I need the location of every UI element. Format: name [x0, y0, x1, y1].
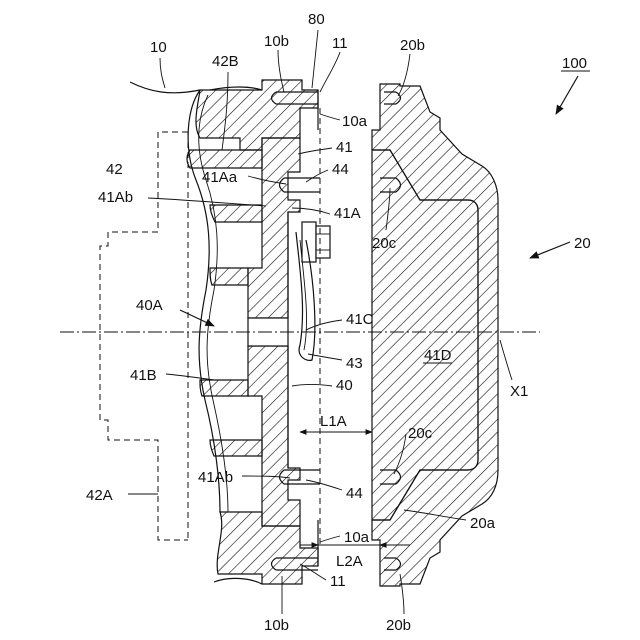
label-42A: 42A: [86, 487, 113, 504]
label-10b-top: 10b: [264, 33, 289, 50]
label-20c-top: 20c: [372, 235, 397, 252]
label-X1: X1: [510, 383, 528, 400]
label-20c-bot: 20c: [408, 425, 433, 442]
label-10b-bot: 10b: [264, 617, 289, 634]
label-43: 43: [346, 355, 363, 372]
label-41B: 41B: [130, 367, 157, 384]
label-41A: 41A: [334, 205, 361, 222]
label-44-bot: 44: [346, 485, 363, 502]
label-10: 10: [150, 39, 167, 56]
label-40: 40: [336, 377, 353, 394]
label-80: 80: [308, 11, 325, 28]
reference-labels: 10 42B 10b 80 11 20b 100 10a 41 42 41Aa …: [86, 11, 591, 634]
label-41C: 41C: [346, 311, 374, 328]
label-20b-bot: 20b: [386, 617, 411, 634]
label-11-top: 11: [332, 35, 348, 52]
bolt-assembly-41C: [296, 222, 330, 360]
label-10a-top: 10a: [342, 113, 368, 130]
label-41Aa: 41Aa: [202, 169, 238, 186]
label-42B: 42B: [212, 53, 239, 70]
label-L2A: L2A: [336, 553, 363, 570]
part-20-cover: [372, 84, 498, 586]
label-20b-top: 20b: [400, 37, 425, 54]
label-10a-bot: 10a: [344, 529, 370, 546]
label-41Ab-bot: 41Ab: [198, 469, 233, 486]
label-20a: 20a: [470, 515, 496, 532]
label-41D: 41D: [424, 347, 452, 364]
label-20: 20: [574, 235, 591, 252]
part-41-flange-lower: [248, 346, 300, 526]
label-44-top: 44: [332, 161, 349, 178]
label-41: 41: [336, 139, 353, 156]
label-41Ab-top: 41Ab: [98, 189, 133, 206]
label-40A: 40A: [136, 297, 163, 314]
label-100: 100: [562, 55, 587, 72]
label-L1A: L1A: [320, 413, 347, 430]
label-11-bot: 11: [330, 573, 346, 590]
label-42: 42: [106, 161, 123, 178]
